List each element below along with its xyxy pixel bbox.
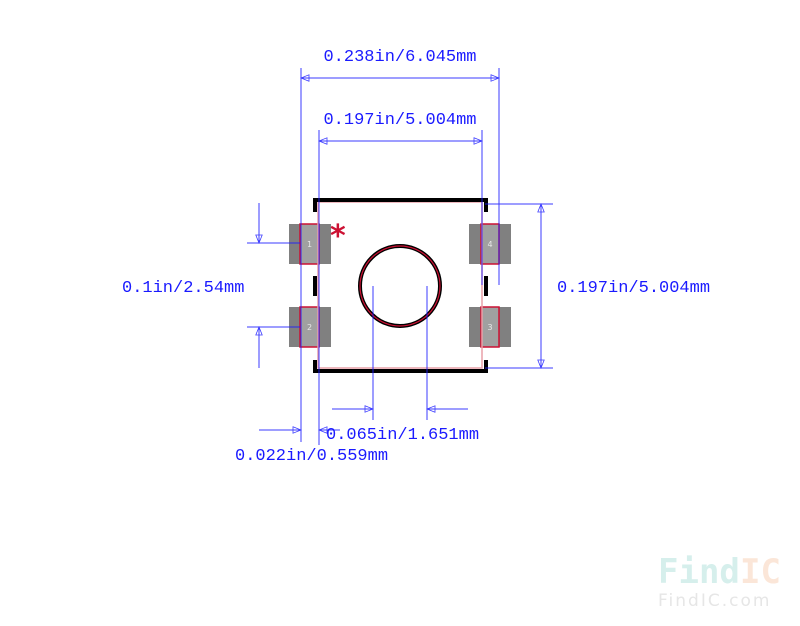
pad-3: 3 [469,306,511,348]
pad-number: 2 [307,323,312,332]
svg-text:IC: IC [740,552,781,592]
pad-number: 1 [307,240,312,249]
dim-pad-pitch: 0.1in/2.54mm [122,279,244,298]
svg-text:Find: Find [658,552,740,592]
watermark-url: FindIC.com [658,591,771,611]
dim-overall-width: 0.238in/6.045mm [323,48,476,67]
dim-pad-offset: 0.022in/0.559mm [235,447,388,466]
dim-body-height: 0.197in/5.004mm [557,279,710,298]
pad-4: 4 [469,223,511,265]
pad-1: 1 [289,223,331,265]
dimension-lines [247,68,553,445]
dim-center-gap: 0.065in/1.651mm [326,426,479,445]
findic-watermark-logo: Find IC FindIC.com [658,552,781,611]
pin1-marker: * [330,219,346,254]
dim-body-width: 0.197in/5.004mm [323,111,476,130]
pad-number: 3 [487,323,492,332]
silkscreen-outline [313,198,488,373]
pad-number: 4 [487,240,492,249]
